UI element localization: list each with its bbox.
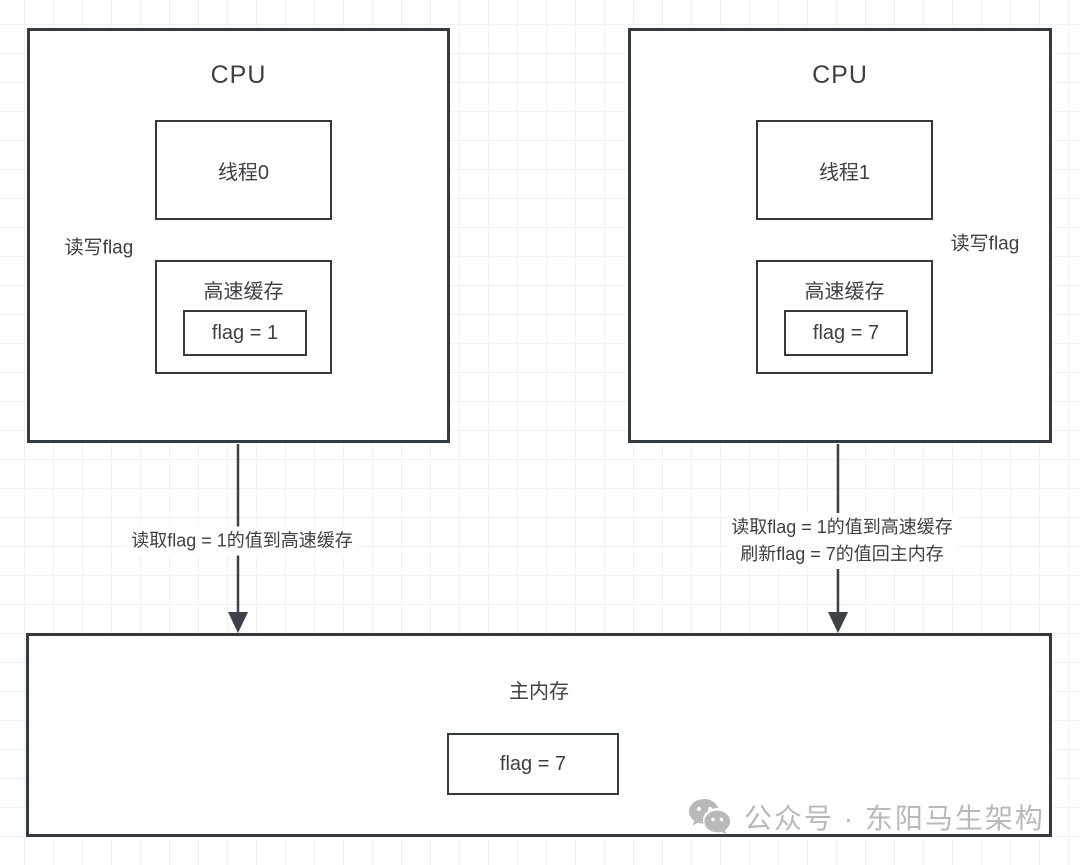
right-cache-label: 高速缓存 — [804, 281, 885, 303]
right-thread-box: 线程1 — [756, 120, 933, 220]
right-cpu-title: CPU — [812, 61, 868, 89]
right-cache-flag-box: flag = 7 — [784, 310, 908, 356]
wechat-icon — [688, 798, 734, 836]
left-cpu-to-memory-label: 读取flag = 1的值到高速缓存 — [127, 526, 357, 556]
right-cpu-box: CPU 线程1 高速缓存 flag = 7 — [628, 28, 1052, 443]
right-cpu-to-memory-label: 读取flag = 1的值到高速缓存 刷新flag = 7的值回主内存 — [727, 513, 957, 569]
right-cache-box: 高速缓存 flag = 7 — [756, 260, 933, 374]
left-cache-flag-box: flag = 1 — [183, 310, 307, 356]
left-thread-box: 线程0 — [155, 120, 332, 220]
left-cache-box: 高速缓存 flag = 1 — [155, 260, 332, 374]
right-cpu-to-memory-label-line2: 刷新flag = 7的值回主内存 — [740, 544, 944, 564]
main-memory-box: 主内存 flag = 7 — [26, 633, 1052, 837]
left-cpu-title: CPU — [210, 61, 267, 89]
right-cpu-to-memory-label-line1: 读取flag = 1的值到高速缓存 — [731, 517, 953, 537]
main-memory-flag-box: flag = 7 — [447, 733, 619, 795]
right-thread-label: 线程1 — [818, 161, 871, 184]
left-thread-label: 线程0 — [217, 161, 270, 184]
right-rw-arrow-label: 读写flag — [946, 229, 1024, 259]
left-rw-arrow-label: 读写flag — [60, 233, 138, 263]
left-cache-label: 高速缓存 — [203, 281, 284, 303]
watermark: 公众号 · 东阳马生架构 — [688, 797, 1045, 837]
main-memory-title: 主内存 — [509, 681, 569, 703]
watermark-text: 公众号 · 东阳马生架构 — [744, 803, 1045, 834]
